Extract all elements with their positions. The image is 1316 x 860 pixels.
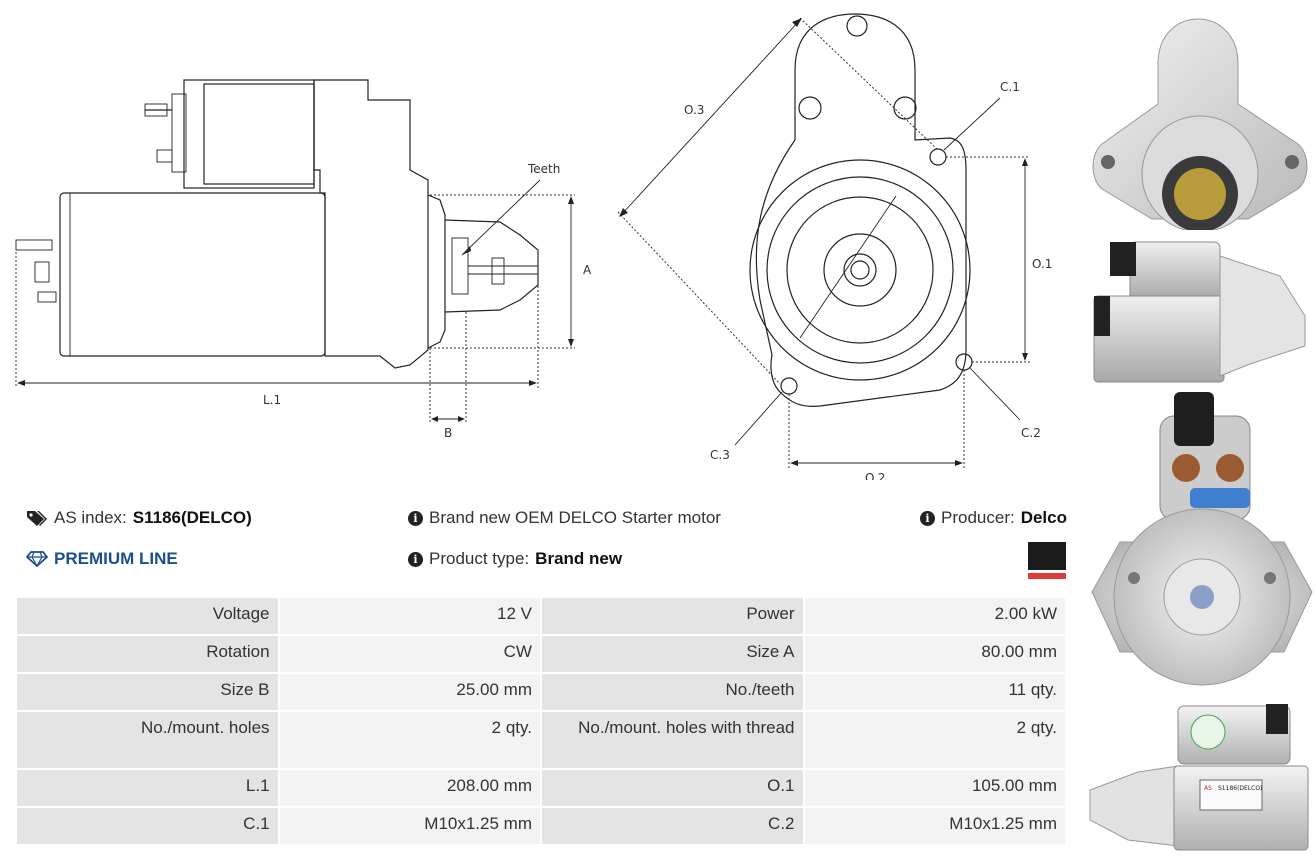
svg-text:C.3: C.3 — [710, 448, 730, 462]
product-photo-side[interactable] — [1090, 236, 1310, 384]
producer-flag-top — [1028, 542, 1066, 570]
table-row: Rotation CW Size A 80.00 mm — [17, 636, 1065, 672]
svg-text:C.2: C.2 — [1021, 426, 1041, 440]
table-row: No./mount. holes 2 qty. No./mount. holes… — [17, 712, 1065, 768]
spec-value: 208.00 mm — [279, 770, 540, 806]
producer-row: i Producer: Delco — [920, 508, 1067, 528]
spec-key: L.1 — [17, 770, 278, 806]
spec-value: CW — [279, 636, 540, 672]
svg-text:B: B — [444, 426, 452, 440]
spec-value: M10x1.25 mm — [279, 808, 540, 844]
svg-text:O.3: O.3 — [684, 103, 704, 117]
spec-value: M10x1.25 mm — [804, 808, 1065, 844]
spec-value: 12 V — [279, 598, 540, 634]
premium-line-badge: PREMIUM LINE — [26, 549, 178, 569]
spec-key: Size B — [17, 674, 278, 710]
spec-key: Power — [541, 598, 803, 634]
spec-value: 2.00 kW — [804, 598, 1065, 634]
description-row: i Brand new OEM DELCO Starter motor — [408, 508, 721, 528]
spec-key: Size A — [541, 636, 803, 672]
spec-key: Rotation — [17, 636, 278, 672]
svg-text:O.2: O.2 — [865, 471, 885, 480]
product-photo-label[interactable]: AS S1186(DELCO) — [1088, 700, 1312, 852]
spec-value: 2 qty. — [279, 712, 540, 768]
spec-key: C.1 — [17, 808, 278, 844]
product-type-label: Product type: — [429, 549, 530, 568]
product-description: Brand new OEM DELCO Starter motor — [429, 508, 721, 527]
spec-key: No./teeth — [541, 674, 803, 710]
spec-key: O.1 — [541, 770, 803, 806]
product-type-row: i Product type: Brand new — [408, 549, 622, 569]
spec-value: 2 qty. — [804, 712, 1065, 768]
diamond-icon — [26, 551, 48, 567]
spec-value: 105.00 mm — [804, 770, 1065, 806]
svg-text:S1186(DELCO): S1186(DELCO) — [1218, 785, 1262, 792]
spec-key: Voltage — [17, 598, 278, 634]
svg-text:O.1: O.1 — [1032, 257, 1052, 271]
spec-value: 11 qty. — [804, 674, 1065, 710]
svg-text:A: A — [583, 263, 592, 277]
spec-key: C.2 — [541, 808, 803, 844]
producer-label: Producer: — [941, 508, 1015, 527]
table-row: C.1 M10x1.25 mm C.2 M10x1.25 mm — [17, 808, 1065, 844]
info-icon: i — [408, 510, 423, 526]
as-index-value: S1186(DELCO) — [132, 508, 252, 527]
spec-value: 25.00 mm — [279, 674, 540, 710]
technical-drawing: Teeth A L.1 B — [15, 13, 1052, 480]
producer-value: Delco — [1020, 508, 1067, 527]
table-row: L.1 208.00 mm O.1 105.00 mm — [17, 770, 1065, 806]
spec-table: Voltage 12 V Power 2.00 kW Rotation CW S… — [15, 596, 1067, 846]
info-icon: i — [408, 551, 423, 567]
producer-flag — [1028, 542, 1066, 579]
table-row: Voltage 12 V Power 2.00 kW — [17, 598, 1065, 634]
spec-key: No./mount. holes — [17, 712, 278, 768]
as-index-label: AS index: — [54, 508, 127, 527]
premium-line-label: PREMIUM LINE — [54, 549, 178, 568]
svg-text:Teeth: Teeth — [527, 162, 560, 176]
svg-text:L.1: L.1 — [263, 393, 281, 407]
producer-flag-bottom — [1028, 573, 1066, 579]
side-view-drawing: Teeth A L.1 B — [15, 79, 592, 440]
as-index-row: AS index: S1186(DELCO) — [26, 508, 252, 528]
spec-key: No./mount. holes with thread — [541, 712, 803, 768]
table-row: Size B 25.00 mm No./teeth 11 qty. — [17, 674, 1065, 710]
spec-value: 80.00 mm — [804, 636, 1065, 672]
front-view-drawing: O.3 O.1 O.2 C.1 C.2 C.3 — [617, 13, 1052, 480]
info-icon: i — [920, 510, 935, 526]
svg-text:C.1: C.1 — [1000, 80, 1020, 94]
product-photo-front[interactable] — [1088, 4, 1312, 230]
tags-icon — [27, 511, 47, 526]
product-type-value: Brand new — [535, 549, 623, 568]
svg-text:AS: AS — [1204, 785, 1212, 792]
product-photo-rear[interactable] — [1090, 392, 1314, 692]
